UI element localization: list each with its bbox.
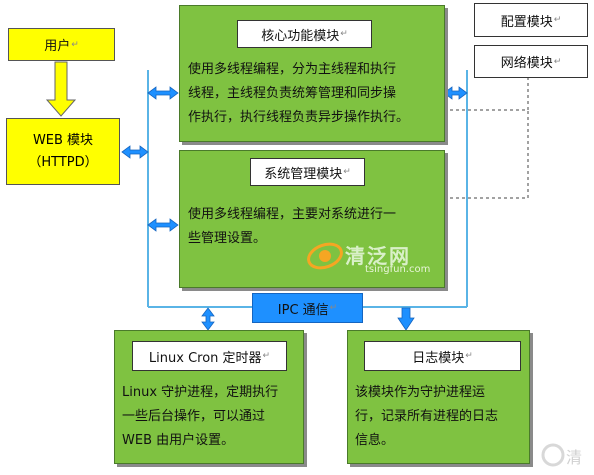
web-module-box: WEB 模块 （HTTPD）	[6, 118, 120, 185]
cron-module-desc: Linux 守护进程，定期执行 一些后台操作，可以通过 WEB 由用户设置。	[122, 381, 300, 453]
cron-desc-line: Linux 守护进程，定期执行	[122, 385, 279, 400]
config-label: 配置模块	[500, 14, 553, 30]
log-desc-line: 信息。	[355, 433, 395, 448]
log-desc-line: 该模块作为守护进程运	[355, 385, 486, 400]
user-label: 用户	[44, 39, 71, 54]
cron-desc-line: WEB 由用户设置。	[122, 433, 235, 448]
core-module-title: 核心功能模块↵	[237, 20, 372, 48]
corner-watermark-icon	[541, 443, 565, 467]
corner-watermark: 清	[540, 438, 590, 472]
web-module-name: WEB 模块	[32, 132, 94, 148]
bus-core-double-arrow	[147, 86, 179, 100]
web-module-sub: （HTTPD）	[28, 154, 98, 170]
cron-desc-line: 一些后台操作，可以通过	[122, 409, 266, 424]
cron-module-title-text: Linux Cron 定时器	[148, 350, 262, 366]
watermark-domain: tsingfun.com	[365, 264, 431, 275]
sysmgmt-desc-line: 使用多线程编程，主要对系统进行一	[188, 207, 397, 222]
core-config-dashed	[444, 71, 531, 111]
sysmgmt-desc-line: 些管理设置。	[188, 231, 267, 246]
core-desc-line: 线程，主线程负责统筹管理和同步操	[188, 86, 397, 101]
corner-watermark-text: 清	[566, 448, 583, 467]
log-module-title-text: 日志模块	[412, 350, 465, 366]
sysmgmt-module-title-text: 系统管理模块	[264, 166, 343, 182]
log-desc-line: 行，记录所有进程的日志	[355, 409, 499, 424]
sysmgmt-module-title: 系统管理模块↵	[250, 158, 365, 186]
bus-sysmgmt-double-arrow	[147, 218, 179, 232]
watermark-brand: 清泛网	[345, 244, 411, 268]
core-bus-right-double-arrow	[443, 86, 468, 100]
log-module-desc: 该模块作为守护进程运 行，记录所有进程的日志 信息。	[355, 381, 525, 453]
core-module-title-text: 核心功能模块	[261, 28, 340, 44]
network-module-box: 网络模块↵	[474, 45, 588, 78]
sysmgmt-config-dashed	[444, 110, 529, 199]
watermark-swirl-icon	[307, 242, 343, 270]
core-desc-line: 使用多线程编程，分为主线程和执行	[188, 62, 397, 77]
core-desc-line: 作执行，执行线程负责异步操作执行。	[188, 110, 410, 125]
ipc-label: IPC 通信	[277, 302, 329, 318]
user-box: 用户↵	[8, 28, 115, 61]
config-module-box: 配置模块↵	[474, 3, 588, 37]
ipc-box: IPC 通信↵	[252, 293, 363, 323]
ipc-log-arrow	[397, 307, 415, 331]
sysmgmt-module-desc: 使用多线程编程，主要对系统进行一 些管理设置。	[188, 203, 443, 251]
user-to-web-arrow	[45, 61, 77, 117]
core-module-desc: 使用多线程编程，分为主线程和执行 线程，主线程负责统筹管理和同步操 作执行，执行…	[188, 58, 443, 130]
cron-module-title: Linux Cron 定时器↵	[132, 341, 287, 371]
network-label: 网络模块	[500, 56, 553, 71]
web-bus-double-arrow	[121, 145, 149, 159]
log-module-title: 日志模块↵	[364, 341, 521, 371]
bus-cron-double-arrow	[201, 307, 215, 331]
